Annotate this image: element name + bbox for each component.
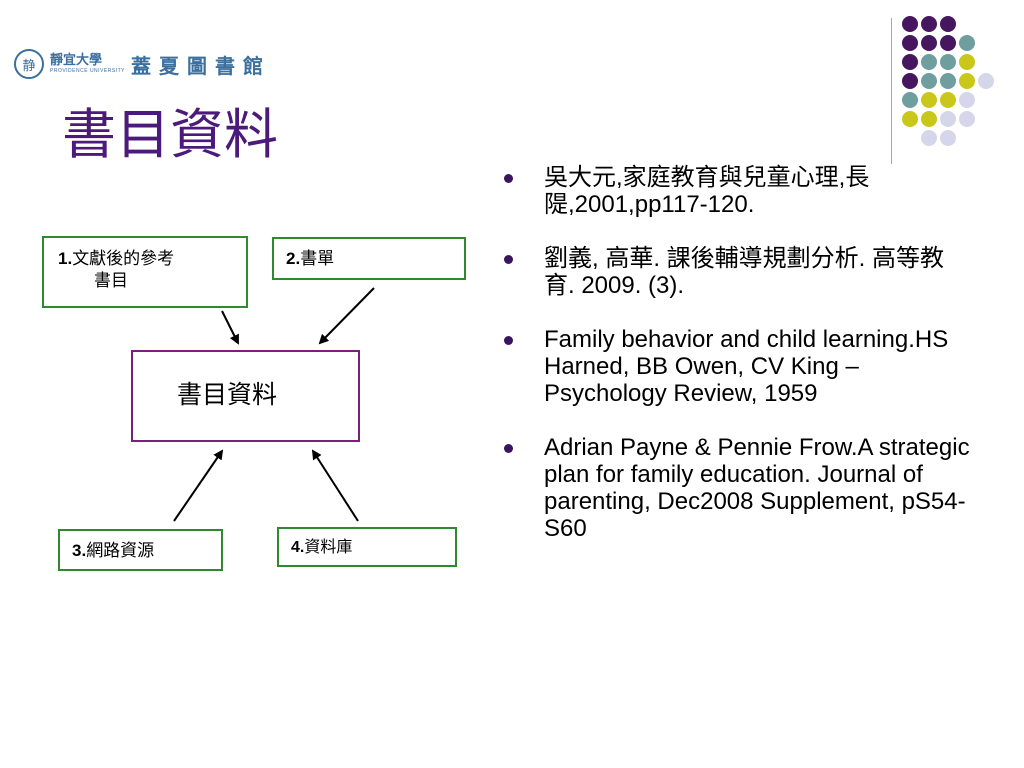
decorative-dot	[902, 35, 918, 51]
source-box-references: 1.文獻後的參考 書目	[42, 236, 248, 308]
bullet-icon	[504, 336, 513, 345]
reference-text: 吳大元,家庭教育與兒童心理,長隄,2001,pp117-120.	[544, 164, 870, 218]
decorative-dot	[940, 73, 956, 89]
box-text: 資料庫	[304, 539, 353, 556]
center-box-label: 書目資料	[177, 381, 278, 409]
slide-title: 書目資料	[62, 103, 278, 166]
box-number: 4.	[291, 539, 305, 556]
decorative-dot	[902, 73, 918, 89]
arrow-box1-to-center	[221, 310, 239, 345]
source-box-internet-label: 3.網路資源	[72, 540, 154, 562]
reference-item: Adrian Payne & Pennie Frow.A strategic p…	[504, 434, 974, 542]
university-name-chinese: 靜宜大學	[50, 53, 103, 68]
reference-item: 吳大元,家庭教育與兒童心理,長隄,2001,pp117-120.	[504, 164, 974, 218]
source-box-database-label: 4.資料庫	[291, 537, 352, 559]
decorative-divider	[891, 18, 892, 164]
source-box-booklist-label: 2.書單	[286, 248, 334, 270]
decorative-dot	[921, 54, 937, 70]
bullet-icon	[504, 255, 513, 264]
decorative-dot	[940, 130, 956, 146]
arrow-box4-to-center	[311, 449, 359, 522]
bullet-icon	[504, 174, 513, 183]
decorative-dot	[940, 16, 956, 32]
reference-item: Family behavior and child learning.HS Ha…	[504, 326, 974, 407]
university-name: 靜宜大學 PROVIDENCE UNIVERSITY	[50, 54, 125, 74]
box-text: 書單	[300, 249, 335, 268]
reference-list: 吳大元,家庭教育與兒童心理,長隄,2001,pp117-120. 劉義, 高華.…	[504, 164, 974, 569]
arrow-box2-to-center	[318, 287, 375, 345]
decorative-dot	[959, 111, 975, 127]
decorative-dot	[940, 111, 956, 127]
decorative-dot	[921, 16, 937, 32]
arrow-box3-to-center	[173, 449, 224, 522]
decorative-dot	[959, 92, 975, 108]
box-number: 3.	[72, 541, 87, 560]
university-name-english: PROVIDENCE UNIVERSITY	[50, 68, 125, 74]
source-box-references-label: 1.文獻後的參考 書目	[58, 248, 243, 292]
university-seal-icon: 静	[14, 49, 44, 79]
source-box-database: 4.資料庫	[277, 527, 457, 567]
decorative-dot	[902, 92, 918, 108]
reference-text: Family behavior and child learning.HS Ha…	[544, 326, 949, 407]
box-text: 文獻後的參考	[72, 249, 175, 268]
decorative-dot	[902, 111, 918, 127]
reference-text: Adrian Payne & Pennie Frow.A strategic p…	[544, 434, 970, 542]
decorative-dot	[978, 73, 994, 89]
decorative-dot	[921, 92, 937, 108]
decorative-dot	[959, 54, 975, 70]
decorative-dot	[921, 35, 937, 51]
decorative-dot	[902, 16, 918, 32]
library-logo: 静 靜宜大學 PROVIDENCE UNIVERSITY 蓋夏圖書館	[14, 46, 271, 82]
library-name: 蓋夏圖書館	[130, 53, 271, 78]
decorative-dot	[940, 35, 956, 51]
reference-item: 劉義, 高華. 課後輔導規劃分析. 高等教育. 2009. (3).	[504, 245, 974, 299]
decorative-dot	[959, 73, 975, 89]
box-text: 網路資源	[86, 541, 155, 560]
decorative-dot	[940, 92, 956, 108]
box-number: 2.	[286, 249, 301, 268]
reference-text: 劉義, 高華. 課後輔導規劃分析. 高等教育. 2009. (3).	[544, 245, 945, 299]
decorative-dot	[921, 73, 937, 89]
decorative-dot	[940, 54, 956, 70]
center-box-bibliography: 書目資料	[131, 350, 360, 442]
decorative-dot	[921, 130, 937, 146]
decorative-dot	[921, 111, 937, 127]
box-text-line2: 書目	[94, 271, 128, 290]
box-number: 1.	[58, 249, 73, 268]
bullet-icon	[504, 444, 513, 453]
decorative-dot	[902, 54, 918, 70]
source-box-internet: 3.網路資源	[58, 529, 223, 571]
decorative-dot	[959, 35, 975, 51]
source-box-booklist: 2.書單	[272, 237, 466, 280]
